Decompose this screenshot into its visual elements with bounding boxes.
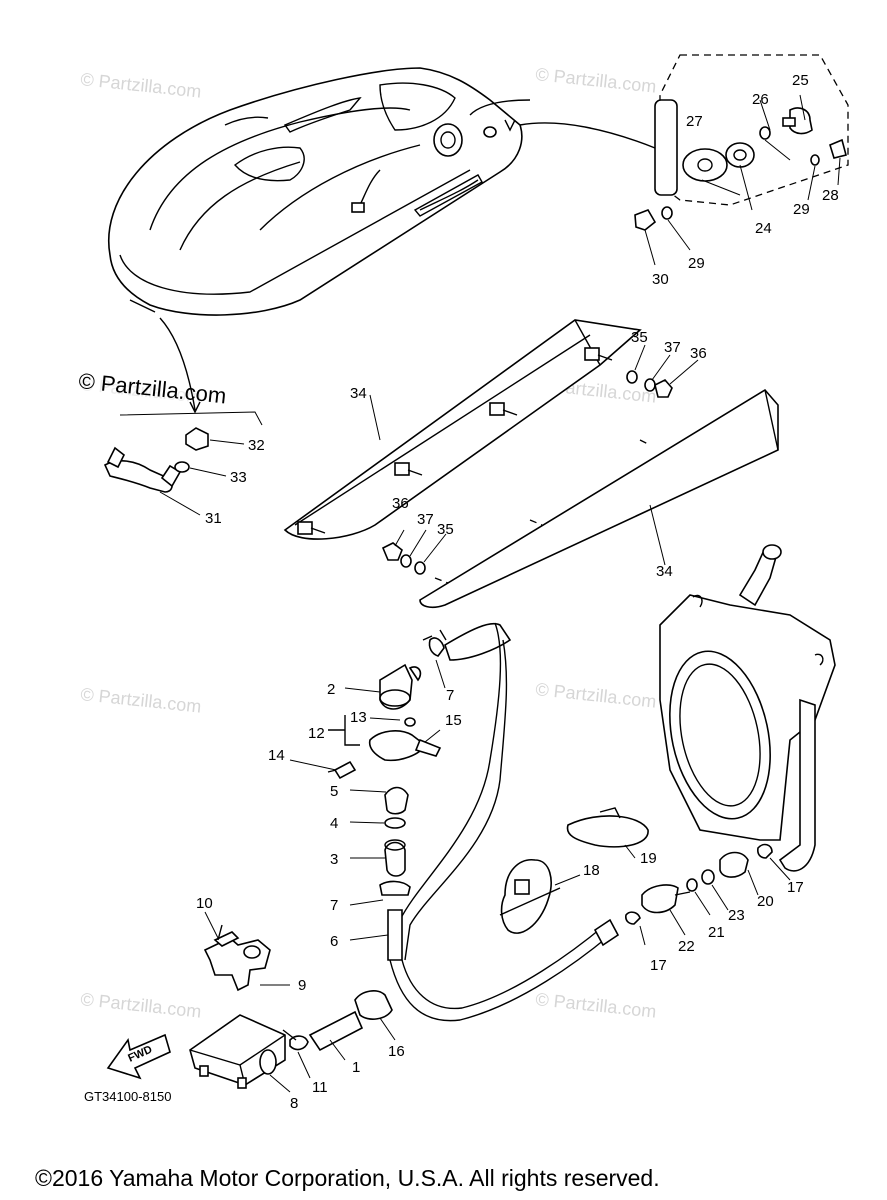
callout-36: 36	[392, 495, 409, 512]
callout-33: 33	[230, 469, 247, 486]
sponson-set	[283, 319, 779, 608]
copyright-notice: ©2016 Yamaha Motor Corporation, U.S.A. A…	[35, 1165, 660, 1191]
callout-34: 34	[656, 563, 673, 580]
drain-plug-assembly	[634, 54, 849, 266]
callout-19: 19	[640, 850, 657, 867]
callout-35: 35	[631, 329, 648, 346]
watermark: © Partzilla.com	[535, 679, 658, 712]
callout-36: 36	[690, 345, 707, 362]
callout-17: 17	[787, 879, 804, 896]
callout-11: 11	[312, 1079, 328, 1096]
callout-26: 26	[752, 91, 769, 108]
callout-18: 18	[583, 862, 600, 879]
callout-16: 16	[388, 1043, 405, 1060]
callout-27: 27	[686, 113, 703, 130]
callout-20: 20	[757, 893, 774, 910]
callout-29: 29	[688, 255, 705, 272]
callout-22: 22	[678, 938, 695, 955]
callout-7: 7	[330, 897, 338, 914]
callout-9: 9	[298, 977, 306, 994]
watermark: © Partzilla.com	[80, 69, 203, 102]
callout-32: 32	[248, 437, 265, 454]
callout-4: 4	[330, 815, 338, 832]
callout-37: 37	[417, 511, 434, 528]
watercraft-illustration	[107, 67, 656, 414]
watermark-bold: © Partzilla.com	[77, 368, 227, 408]
bilge-assembly	[189, 622, 791, 1093]
callout-13: 13	[350, 709, 367, 726]
callout-37: 37	[664, 339, 681, 356]
watermark: © Partzilla.com	[535, 989, 658, 1022]
forward-direction-arrow: FWD	[106, 1033, 171, 1080]
callout-30: 30	[652, 271, 669, 288]
callout-15: 15	[445, 712, 462, 729]
pump-housing	[659, 544, 836, 872]
callout-1: 1	[352, 1059, 360, 1076]
diagram-code: GT34100-8150	[84, 1089, 171, 1104]
callout-5: 5	[330, 783, 338, 800]
callout-28: 28	[822, 187, 839, 204]
callout-14: 14	[268, 747, 285, 764]
callout-6: 6	[330, 933, 338, 950]
watermark: © Partzilla.com	[535, 64, 658, 97]
callout-17: 17	[650, 957, 667, 974]
callout-24: 24	[755, 220, 772, 237]
callout-3: 3	[330, 851, 338, 868]
callout-21: 21	[708, 924, 725, 941]
callout-12: 12	[308, 725, 325, 742]
callout-31: 31	[205, 510, 222, 527]
nozzle-assembly	[103, 411, 263, 516]
callout-labels: 1 2 3 4 5 6 7 7 8 9 10 11 12 13 14 15 16…	[196, 72, 839, 1112]
callout-29: 29	[793, 201, 810, 218]
callout-2: 2	[327, 681, 335, 698]
callout-25: 25	[792, 72, 809, 89]
callout-34: 34	[350, 385, 367, 402]
callout-10: 10	[196, 895, 213, 912]
callout-8: 8	[290, 1095, 298, 1112]
watermark: © Partzilla.com	[80, 684, 203, 717]
callout-7: 7	[446, 687, 454, 704]
watermark: © Partzilla.com	[80, 989, 203, 1022]
callout-35: 35	[437, 521, 454, 538]
callout-23: 23	[728, 907, 745, 924]
